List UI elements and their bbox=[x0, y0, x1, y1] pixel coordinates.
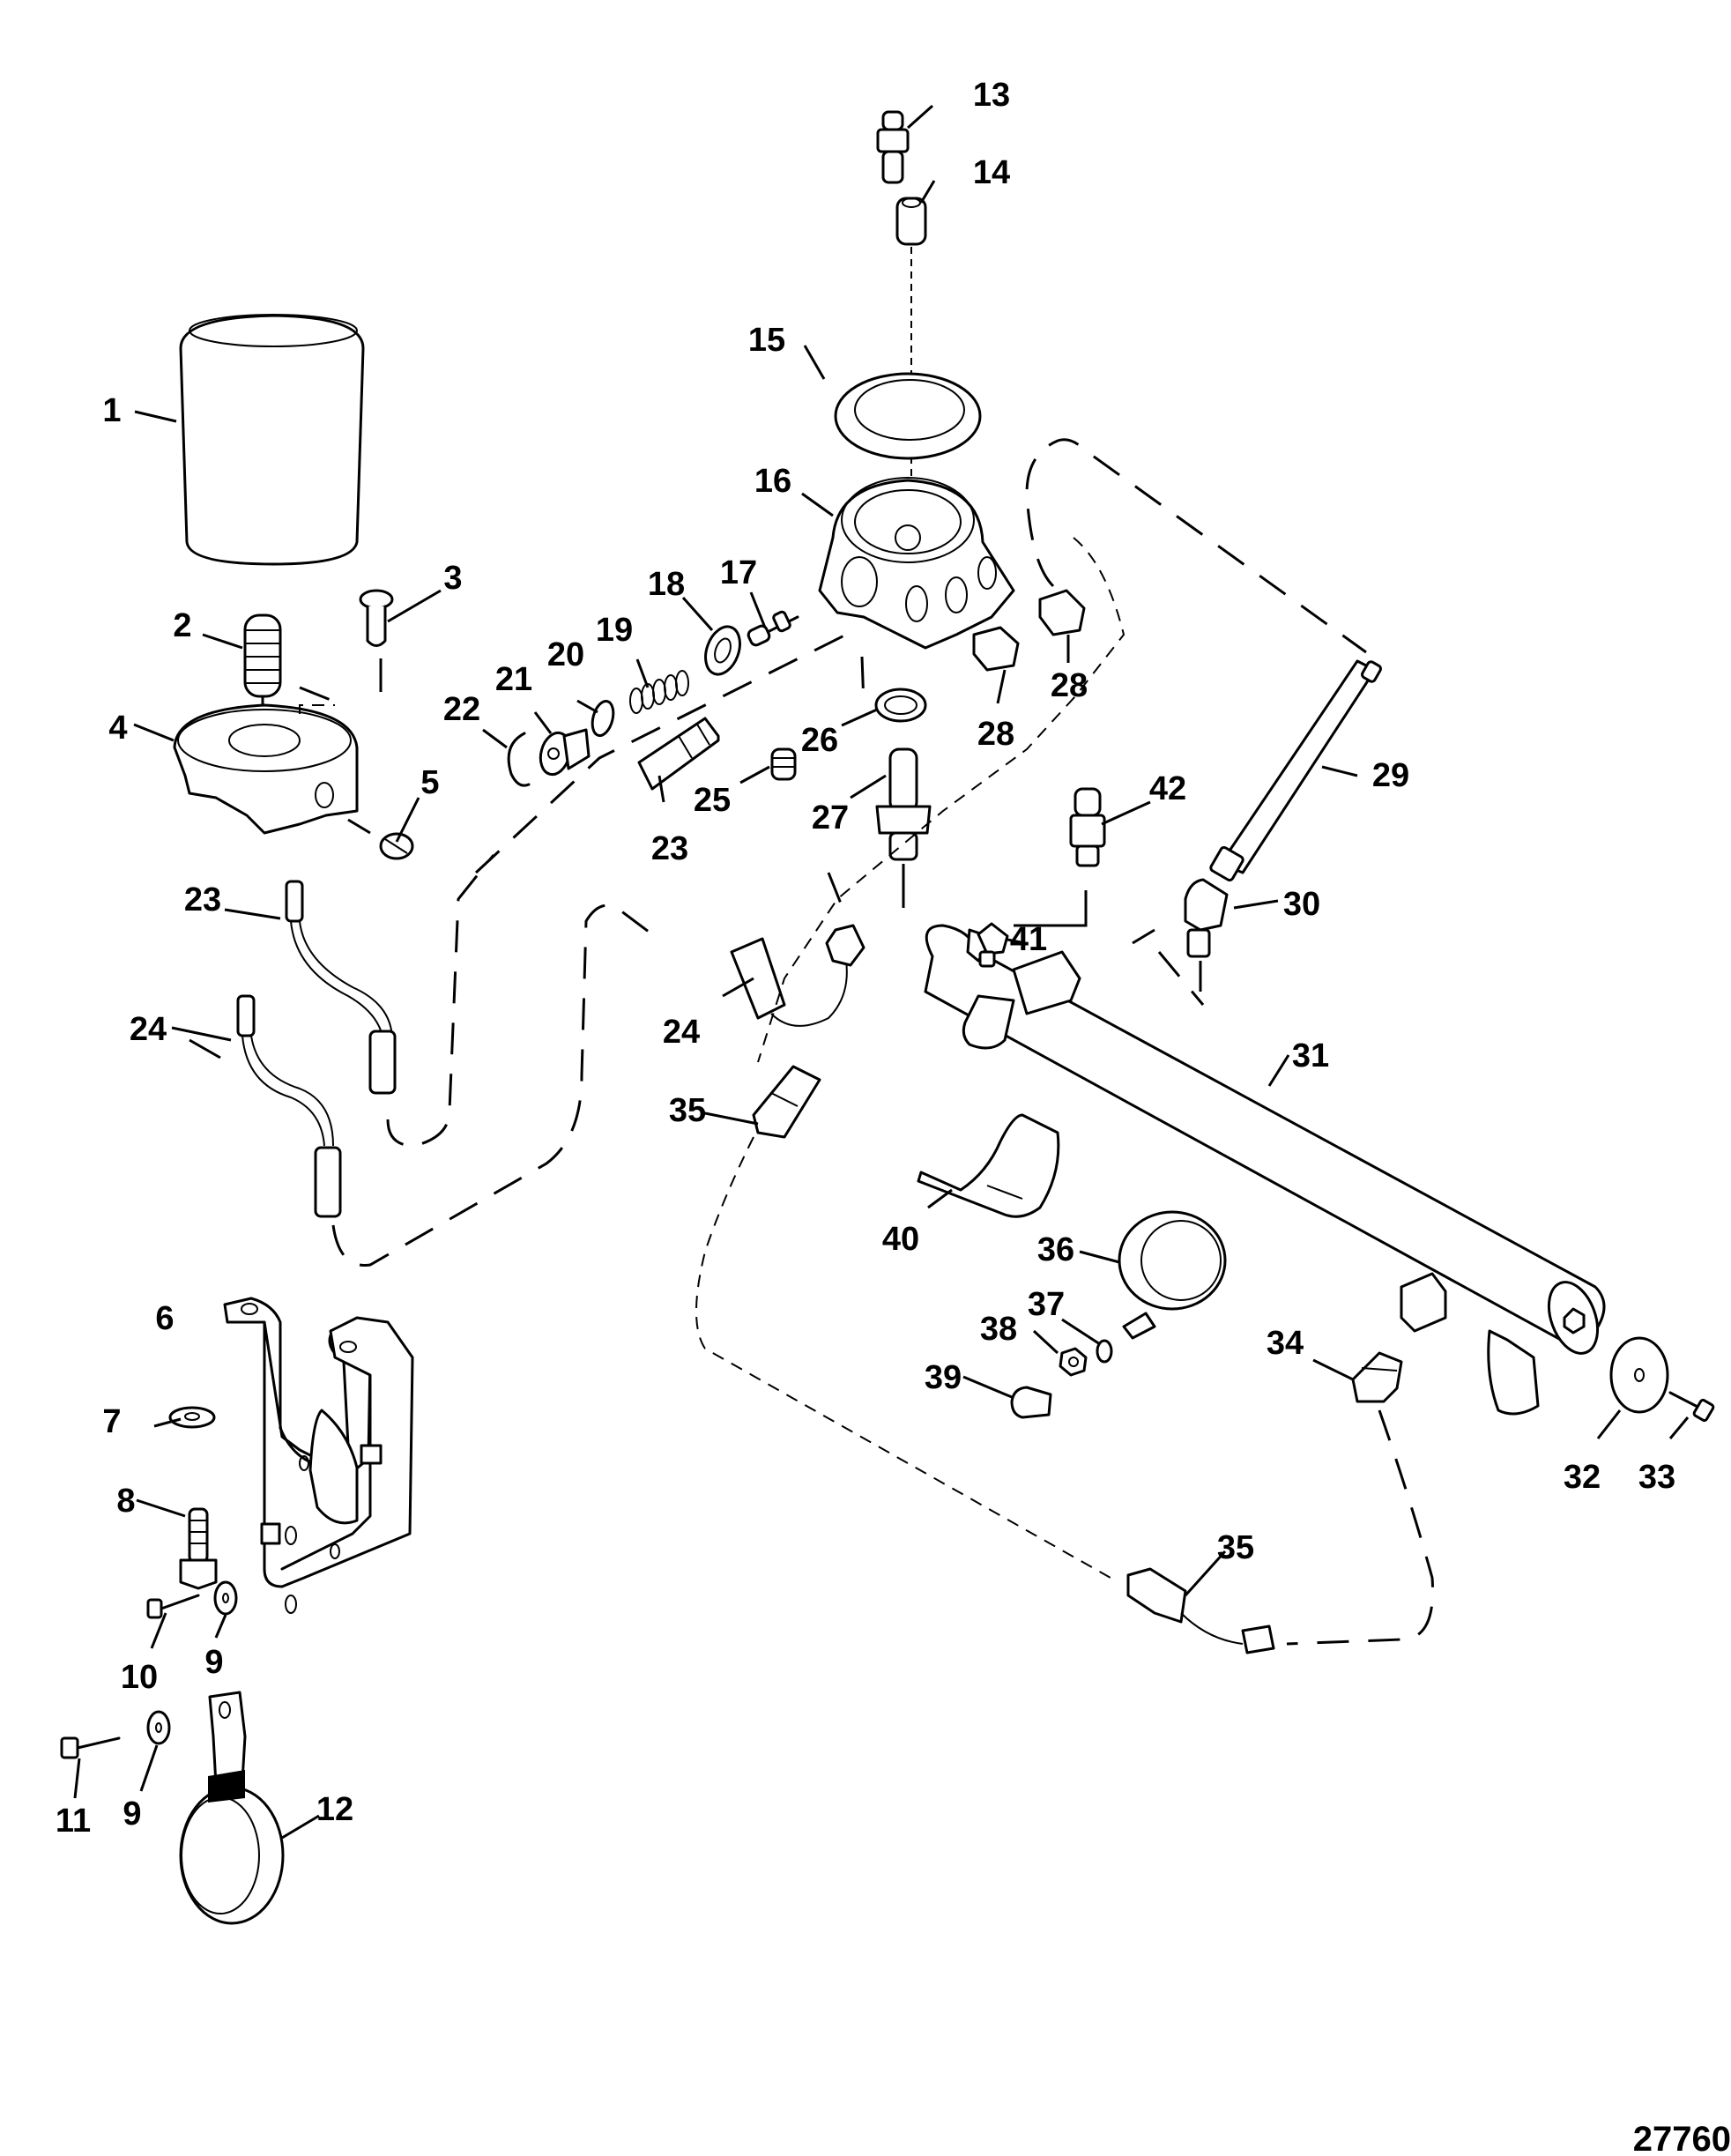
part-1-filter-element bbox=[179, 314, 365, 566]
callout-15: 15 bbox=[748, 322, 785, 359]
part-17-pin bbox=[747, 610, 799, 647]
callout-25: 25 bbox=[694, 782, 731, 819]
callout-35-lower: 35 bbox=[1217, 1529, 1254, 1566]
part-21-valve bbox=[539, 728, 591, 777]
part-39-cap bbox=[1010, 1386, 1052, 1419]
callout-1: 1 bbox=[102, 392, 121, 429]
part-24-hose-left bbox=[236, 994, 342, 1218]
callout-9-lower: 9 bbox=[123, 1795, 141, 1833]
part-14-sleeve bbox=[895, 197, 927, 538]
callout-41: 41 bbox=[1010, 921, 1047, 958]
part-10-screw bbox=[146, 1594, 200, 1619]
part-32-cover-plate bbox=[1609, 1336, 1669, 1414]
part-35-hose-fitting-lower bbox=[1126, 1567, 1275, 1654]
callout-14: 14 bbox=[973, 154, 1010, 191]
callout-21: 21 bbox=[495, 661, 532, 698]
part-38-nut bbox=[1059, 1347, 1088, 1377]
callout-29: 29 bbox=[1372, 757, 1409, 794]
callout-5: 5 bbox=[420, 764, 439, 801]
routing-lines bbox=[299, 438, 1435, 1646]
callout-12: 12 bbox=[316, 1791, 353, 1828]
callout-4: 4 bbox=[108, 710, 127, 747]
part-37-washer bbox=[1096, 1339, 1113, 1364]
part-28-elbow-lower bbox=[972, 626, 1020, 704]
callout-42: 42 bbox=[1149, 770, 1186, 807]
part-3-bushing bbox=[359, 589, 394, 692]
part-28-elbow-upper bbox=[1038, 589, 1086, 663]
part-4-filter-base bbox=[173, 703, 359, 835]
callout-6: 6 bbox=[155, 1300, 174, 1337]
callout-18: 18 bbox=[648, 566, 685, 603]
part-42-pressure-sensor bbox=[1069, 787, 1106, 867]
part-31-oil-cooler bbox=[924, 924, 1606, 1416]
part-30-elbow bbox=[1184, 878, 1229, 992]
part-40-saddle-bracket bbox=[917, 1113, 1060, 1218]
part-20-o-ring bbox=[591, 699, 615, 738]
callout-8: 8 bbox=[116, 1483, 135, 1520]
callout-23-upper: 23 bbox=[651, 830, 688, 867]
callout-10: 10 bbox=[121, 1659, 158, 1696]
callout-17: 17 bbox=[720, 554, 757, 591]
part-26-washer bbox=[874, 688, 927, 723]
callout-40: 40 bbox=[882, 1221, 919, 1258]
part-23-hose bbox=[285, 880, 397, 1095]
callout-39: 39 bbox=[925, 1359, 962, 1396]
part-6-mounting-bracket bbox=[223, 1297, 414, 1614]
figure-number: 27760 bbox=[1633, 2120, 1731, 2156]
part-7-washer bbox=[168, 1406, 216, 1429]
callout-38: 38 bbox=[980, 1311, 1017, 1348]
part-41-fitting bbox=[977, 890, 1088, 968]
callout-7: 7 bbox=[102, 1403, 121, 1440]
part-35-connector-upper bbox=[752, 1065, 821, 1139]
callout-19: 19 bbox=[596, 612, 633, 649]
callout-labels: 1 2 3 4 5 6 7 8 9 9 10 11 12 13 14 15 16… bbox=[56, 77, 1731, 2156]
part-24-hose-mid bbox=[730, 924, 866, 1027]
callout-3: 3 bbox=[443, 560, 462, 597]
callout-11: 11 bbox=[56, 1803, 91, 1840]
callout-37: 37 bbox=[1028, 1286, 1065, 1323]
callout-36: 36 bbox=[1037, 1231, 1074, 1268]
callout-20: 20 bbox=[547, 636, 584, 673]
part-12-clamp-strap bbox=[179, 1691, 285, 1925]
callout-16: 16 bbox=[754, 463, 791, 500]
callout-22: 22 bbox=[443, 691, 480, 728]
part-13-fitting bbox=[876, 110, 910, 184]
part-33-screw bbox=[1668, 1391, 1715, 1423]
callout-31: 31 bbox=[1292, 1037, 1329, 1074]
callout-28-lower: 28 bbox=[977, 716, 1014, 753]
part-34-elbow bbox=[1351, 1351, 1403, 1403]
part-22-snap-ring bbox=[507, 732, 531, 787]
part-36-hose-clamp bbox=[1118, 1210, 1227, 1340]
callout-13: 13 bbox=[973, 77, 1010, 114]
part-25-plug bbox=[770, 747, 797, 781]
callout-2: 2 bbox=[173, 607, 191, 644]
callout-35-upper: 35 bbox=[669, 1092, 706, 1129]
callout-24-mid: 24 bbox=[663, 1014, 700, 1051]
callout-32: 32 bbox=[1564, 1459, 1601, 1496]
callout-28-upper: 28 bbox=[1051, 667, 1088, 704]
callout-24-left: 24 bbox=[130, 1011, 167, 1048]
leader-lines bbox=[73, 104, 1690, 1840]
callout-9-upper: 9 bbox=[204, 1644, 223, 1681]
part-11-screw bbox=[60, 1736, 121, 1759]
callout-33: 33 bbox=[1638, 1459, 1675, 1496]
part-5-plug bbox=[347, 818, 414, 860]
part-27-fitting bbox=[875, 747, 932, 908]
part-18-seal bbox=[704, 625, 741, 676]
part-29-dipstick-tube bbox=[1209, 659, 1382, 882]
part-9-washer-lower bbox=[146, 1710, 171, 1745]
part-8-bolt bbox=[179, 1507, 218, 1590]
callout-27: 27 bbox=[812, 799, 849, 836]
callout-26: 26 bbox=[801, 722, 838, 759]
callout-34: 34 bbox=[1267, 1325, 1304, 1362]
part-16-filter-head bbox=[818, 477, 1015, 650]
part-9-washer-upper bbox=[213, 1580, 238, 1616]
part-15-seal-ring bbox=[834, 372, 982, 460]
callout-30: 30 bbox=[1283, 886, 1320, 923]
part-19-spring bbox=[629, 670, 689, 714]
callout-23-lower: 23 bbox=[184, 881, 221, 918]
part-23-connector bbox=[637, 717, 720, 791]
